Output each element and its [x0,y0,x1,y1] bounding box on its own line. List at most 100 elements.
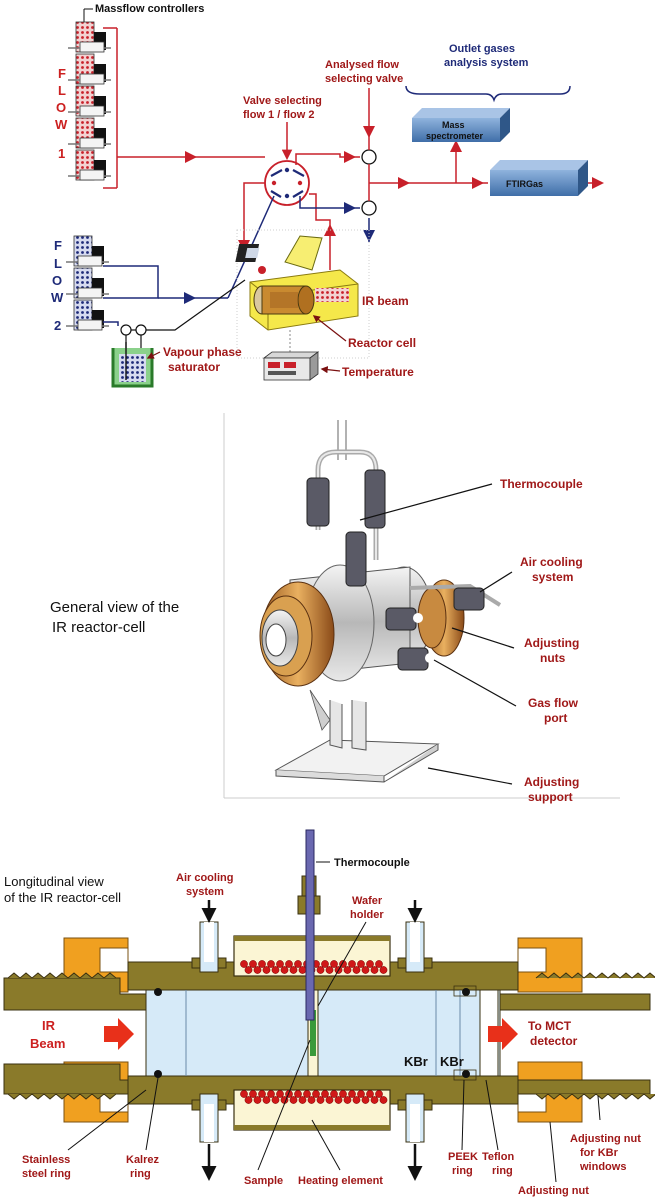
heating-label: Heating element [298,1175,383,1187]
wafer-holder-label-1: Wafer [352,895,383,907]
ftir-label: FTIRGas [506,179,543,189]
heating-coil [348,1090,356,1098]
air-cooling-bot-label-1: Air cooling [176,872,233,884]
thermocouple-bottom-label: Thermocouple [334,857,410,869]
longitudinal-title-1: Longitudinal view [4,874,104,889]
heating-coil [352,1096,361,1104]
heating-coil [316,1096,325,1104]
heating-coil [361,1096,370,1104]
heating-coil [357,960,365,968]
heating-coil [289,1096,298,1104]
flow1-mfc-2 [68,53,111,85]
stainless-label-1: Stainless [22,1154,70,1166]
adjusting-support-label-2: support [528,790,573,804]
flow2-letter-f: F [54,238,62,253]
heating-coil [276,1090,284,1098]
valve-selecting-label-1: Valve selecting [243,95,322,107]
flow1-letter-w: W [55,117,68,132]
vapour-saturator [111,279,246,388]
ir-beam-bot-label-1: IR [42,1018,56,1033]
adjusting-nuts-label-1: Adjusting [524,636,579,650]
heating-coil [366,1090,374,1098]
heating-coil [298,1096,307,1104]
flow2-mfc-3 [66,299,109,331]
air-cooling-mid-label-1: Air cooling [520,555,583,569]
gas-flow-label-1: Gas flow [528,696,579,710]
flow1-letter-l: L [58,83,66,98]
vapour-label-2: saturator [168,360,220,374]
adj-nut-label: Adjusting nut [518,1185,589,1197]
sample-label: Sample [244,1175,283,1187]
reactor-cell-label: Reactor cell [348,336,416,350]
mass-spec-label-2: spectrometer [426,131,484,141]
kalrez-label-2: ring [130,1168,151,1180]
heating-coil [298,966,307,974]
heating-coil [366,960,374,968]
flow-schematic: Massflow controllers F L O W 1 Valve sel… [51,3,604,388]
heating-coil [240,960,248,968]
flow2-mfc-stack [66,235,109,331]
heating-coil [375,960,383,968]
flow1-letter-o: O [56,100,66,115]
flow1-number: 1 [58,146,65,161]
heating-coil [280,966,289,974]
heating-coil [343,966,352,974]
flow2-number: 2 [54,318,61,333]
analysed-valve-label-2: selecting valve [325,73,403,85]
teflon-label-1: Teflon [482,1151,514,1163]
ftir-box: FTIRGas [490,160,588,196]
heating-coil [267,1090,275,1098]
heating-coil [321,1090,329,1098]
heating-coil [321,960,329,968]
heating-coil [285,960,293,968]
flow2-mfc-2 [66,267,109,299]
heating-coil [262,966,271,974]
general-view-panel: General view of the IR reactor-cell [50,413,620,804]
heating-coil [348,960,356,968]
to-mct-label-2: detector [530,1034,578,1048]
temperature-label: Temperature [342,365,414,379]
heating-coil [258,1090,266,1098]
heating-coil [330,960,338,968]
vapour-label-1: Vapour phase [163,345,242,359]
ir-beam-label: IR beam [362,294,409,308]
heating-coil [249,960,257,968]
flow2-letter-o: O [52,273,62,288]
kalrez-label-1: Kalrez [126,1154,160,1166]
heating-coil [312,1090,320,1098]
gas-flow-label-2: port [544,711,567,725]
heating-coil [307,1096,316,1104]
heating-coil [370,966,379,974]
kbr-right-label: KBr [440,1054,464,1069]
flow1-mfc-4 [68,117,111,149]
heating-coil [294,1090,302,1098]
heating-coil [339,1090,347,1098]
heating-coil [357,1090,365,1098]
heating-coil [240,1090,248,1098]
flow1-mfc-3 [68,85,111,117]
flow1-mfc-stack [68,21,111,181]
flow2-letter-l: L [54,256,62,271]
heating-coil [249,1090,257,1098]
heating-coil [294,960,302,968]
peek-label-2: ring [452,1165,473,1177]
heating-coil [316,966,325,974]
heating-coil [253,966,262,974]
heating-coil [262,1096,271,1104]
heating-coil [289,966,298,974]
heating-coil [343,1096,352,1104]
adjusting-nuts-label-2: nuts [540,651,566,665]
analysed-valve-label-1: Analysed flow [325,59,399,71]
heating-coil [325,966,334,974]
selecting-valve [264,160,310,206]
heating-coil [330,1090,338,1098]
heating-coil [244,1096,253,1104]
heating-coil [325,1096,334,1104]
reactor-unit [235,229,370,359]
mfc-title: Massflow controllers [95,3,204,15]
heating-coil [370,1096,379,1104]
flow2-letter-w: W [51,290,64,305]
longitudinal-panel: Longitudinal view of the IR reactor-cell [3,829,655,1197]
adjusting-support-label-1: Adjusting [524,775,579,789]
